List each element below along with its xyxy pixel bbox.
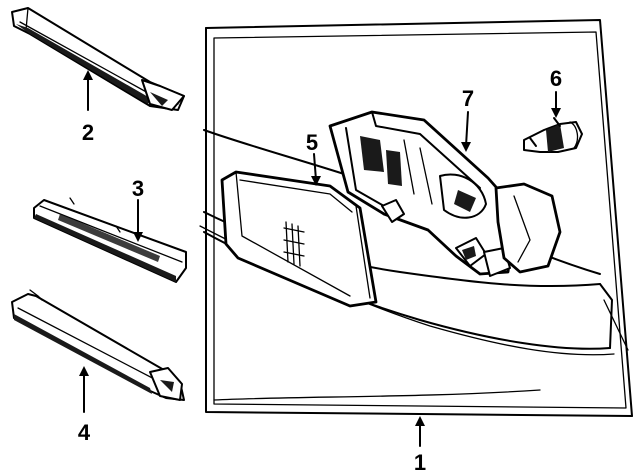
callout-7: 7 bbox=[462, 86, 474, 111]
part-5-signal-lamp bbox=[220, 170, 378, 308]
part-2-molding-upper bbox=[11, 7, 185, 111]
part-4-molding-lower bbox=[11, 289, 185, 401]
leader-lines bbox=[79, 70, 561, 447]
part-6-bulb-socket bbox=[523, 117, 583, 153]
callout-6: 6 bbox=[550, 66, 562, 91]
callout-3: 3 bbox=[132, 176, 144, 201]
callout-1: 1 bbox=[414, 450, 426, 475]
callout-4: 4 bbox=[78, 420, 91, 445]
part-7-lamp-housing bbox=[328, 110, 562, 277]
callout-2: 2 bbox=[82, 120, 94, 145]
callout-5: 5 bbox=[306, 130, 318, 155]
part-3-trim-middle bbox=[33, 197, 187, 283]
